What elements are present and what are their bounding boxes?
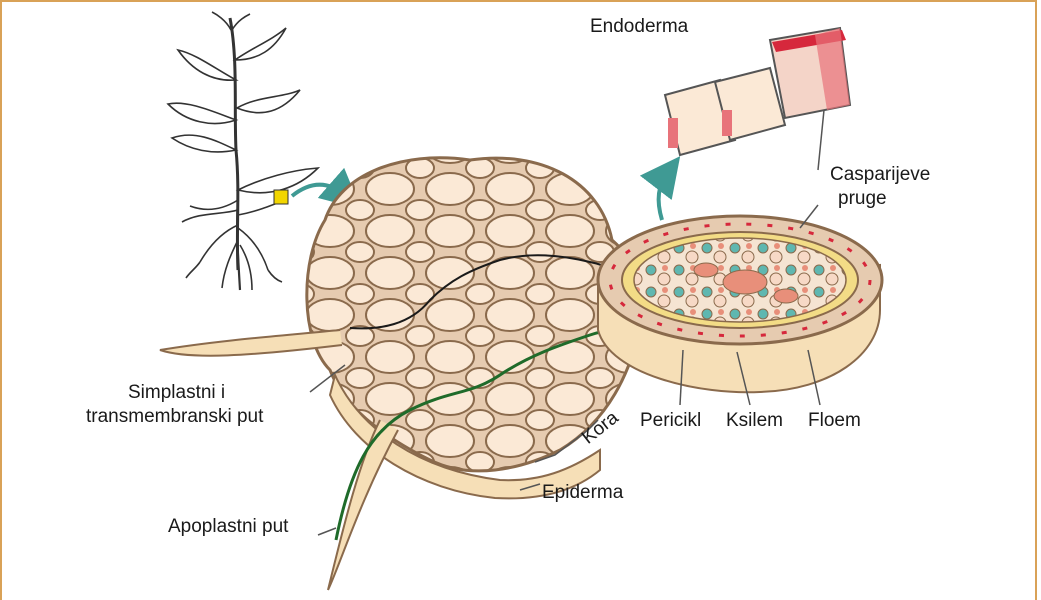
label-transmembranski: transmembranski put bbox=[86, 406, 263, 428]
root-hair-lower bbox=[328, 420, 398, 590]
root-hair-upper bbox=[160, 330, 342, 356]
label-epiderma: Epiderma bbox=[542, 482, 623, 504]
label-ksilem: Ksilem bbox=[726, 410, 783, 432]
label-floem: Floem bbox=[808, 410, 861, 432]
highlight-box bbox=[274, 190, 288, 204]
endoderm-cells bbox=[665, 28, 850, 155]
label-pericikl: Pericikl bbox=[640, 410, 701, 432]
label-apoplastni: Apoplastni put bbox=[168, 516, 288, 538]
label-simplastni: Simplastni i bbox=[128, 382, 225, 404]
label-endoderma: Endoderma bbox=[590, 16, 688, 38]
label-casparijeve: Casparijeve bbox=[830, 164, 930, 186]
arrow-to-endoderm bbox=[659, 172, 668, 220]
label-pruge: pruge bbox=[838, 188, 887, 210]
plant-illustration bbox=[168, 12, 318, 290]
xylem-center bbox=[723, 270, 767, 294]
